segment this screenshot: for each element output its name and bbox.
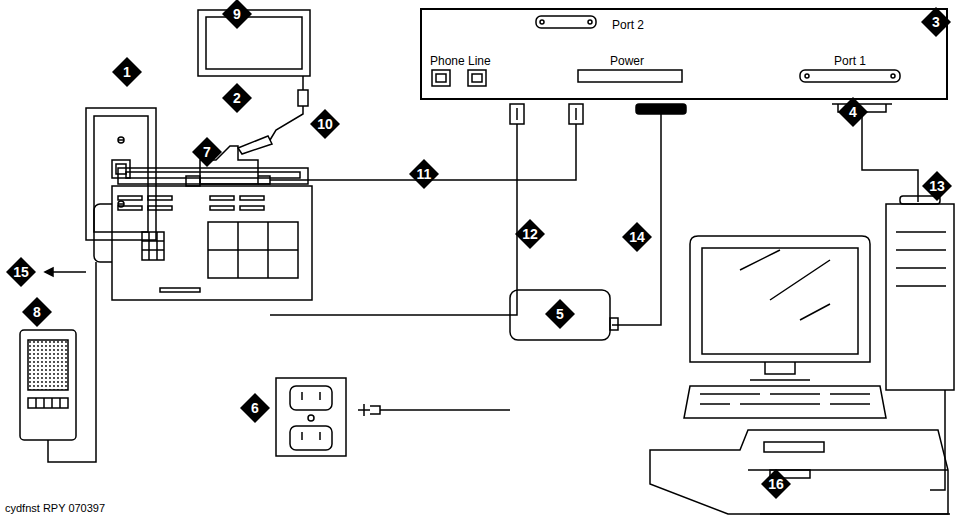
callout-number: 10 — [310, 109, 340, 139]
callout-number: 1 — [112, 57, 142, 87]
callout-number: 16 — [761, 469, 791, 499]
callout-number: 15 — [6, 257, 36, 287]
figure-id: cydfnst RPY 070397 — [5, 502, 105, 514]
callout-diamond — [240, 393, 270, 423]
panel-label: Power — [610, 54, 644, 68]
callout-diamond — [192, 137, 222, 167]
callout-diamond — [112, 57, 142, 87]
callout-diamond — [310, 109, 340, 139]
modem-panel: Port 2 PhoneLine Power Port 1 — [420, 8, 948, 100]
callout-diamond — [222, 83, 252, 113]
callout-diamond — [6, 257, 36, 287]
callout-number: 5 — [545, 299, 575, 329]
panel-label: Port 2 — [612, 18, 644, 32]
callout-diamond — [222, 0, 252, 29]
callout-number: 8 — [22, 297, 52, 327]
callout-number: 7 — [192, 137, 222, 167]
callout-number: 12 — [515, 219, 545, 249]
callout-number: 6 — [240, 393, 270, 423]
callout-number: 3 — [921, 7, 951, 37]
callout-diamond — [622, 222, 652, 252]
panel-label: Phone — [430, 54, 465, 68]
callout-diamond — [922, 171, 952, 201]
callout-number: 13 — [922, 171, 952, 201]
callout-diamond — [22, 297, 52, 327]
panel-label: Line — [468, 54, 491, 68]
callout-number: 2 — [222, 83, 252, 113]
callout-diamond — [409, 159, 439, 189]
callout-number: 11 — [409, 159, 439, 189]
callout-diamond — [761, 469, 791, 499]
callout-diamond — [515, 219, 545, 249]
panel-label: Port 1 — [834, 54, 866, 68]
callout-diamond — [545, 299, 575, 329]
callout-diamond — [838, 97, 868, 127]
callout-number: 4 — [838, 97, 868, 127]
callout-number: 9 — [222, 0, 252, 29]
callout-number: 14 — [622, 222, 652, 252]
